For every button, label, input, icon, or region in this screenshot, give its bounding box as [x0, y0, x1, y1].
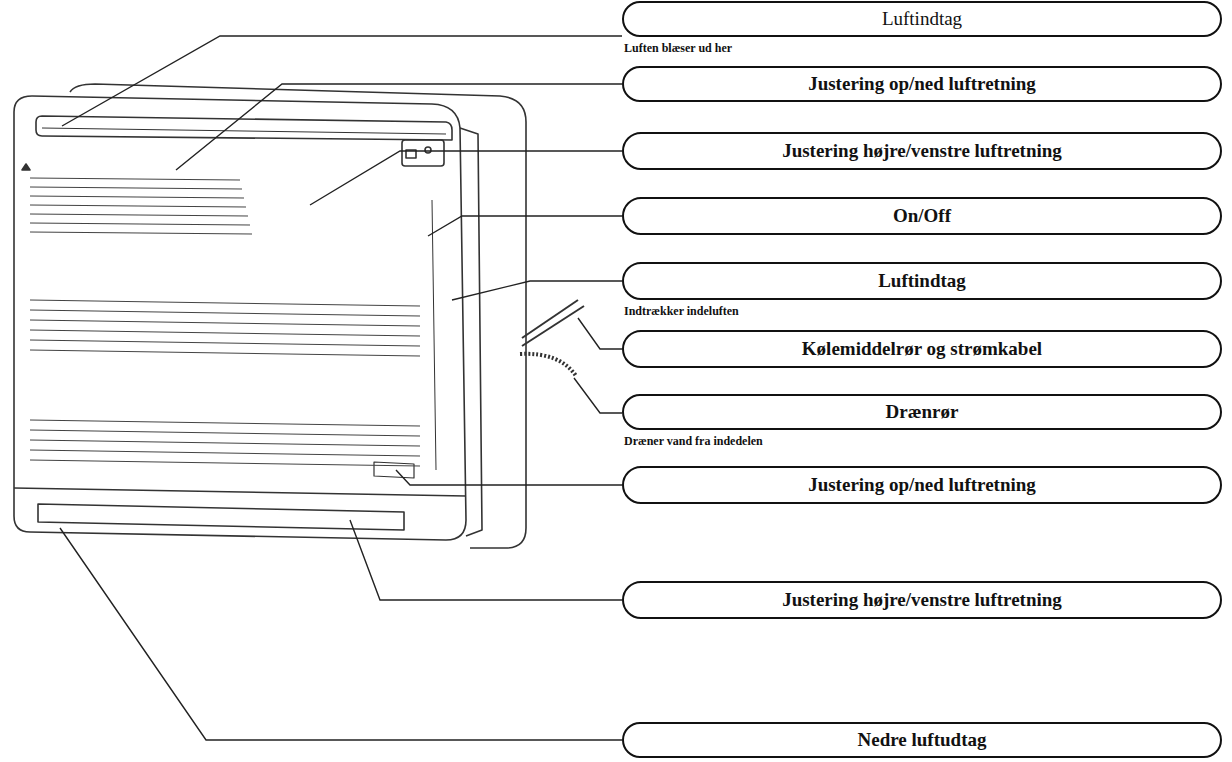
leader-line [578, 318, 622, 349]
drain-pipe [520, 354, 576, 376]
leader-line [574, 378, 622, 413]
callout-box: On/Off [622, 197, 1222, 235]
callout-label: Luftindtag [878, 270, 966, 292]
leader-line [428, 216, 622, 236]
callout-note: Indtrækker indeluften [624, 304, 739, 319]
callout-label: Drænrør [886, 401, 959, 423]
callout-label: Justering op/ned luftretning [808, 474, 1036, 496]
grille-slat [30, 440, 420, 446]
callout-box: Justering op/ned luftretning [622, 466, 1222, 504]
callout-label: Kølemiddelrør og strømkabel [802, 338, 1042, 360]
callout-note: Dræner vand fra indedelen [624, 434, 763, 449]
grille-slat [30, 420, 420, 426]
leader-line [452, 281, 622, 300]
grille-slats [30, 178, 420, 466]
callout-label: Justering højre/venstre luftretning [782, 140, 1062, 162]
logo-mark [22, 164, 30, 170]
top-outlet [36, 116, 452, 140]
callout-box: Kølemiddelrør og strømkabel [622, 330, 1222, 368]
bottom-band [14, 488, 466, 496]
grille-slat [30, 320, 420, 326]
grille-slat [30, 223, 250, 225]
leader-line [60, 528, 622, 740]
grille-slat [30, 232, 252, 234]
grille-slat [30, 430, 420, 436]
callout-box: Justering højre/venstre luftretning [622, 581, 1222, 619]
leader-line [176, 84, 622, 170]
leader-line [396, 470, 622, 485]
callout-label: On/Off [893, 205, 951, 227]
callout-label: Luftindtag [882, 8, 962, 30]
grille-slat [30, 300, 420, 306]
grille-slat [30, 330, 420, 336]
leader-lines [60, 36, 622, 740]
grille-slat [30, 310, 420, 316]
grille-slat [30, 340, 420, 346]
grille-slat [30, 205, 246, 207]
control-led [425, 147, 431, 153]
leader-line [62, 36, 622, 126]
control-panel [402, 140, 444, 166]
grille-slat [30, 350, 420, 356]
leader-line [350, 520, 622, 600]
side-face [460, 128, 482, 536]
callout-label: Justering højre/venstre luftretning [782, 589, 1062, 611]
callout-box: DrænrørDræner vand fra indedelen [622, 394, 1222, 430]
bottom-outlet [38, 504, 404, 530]
lower-vent [374, 462, 414, 478]
power-cable [522, 306, 584, 346]
grille-slat [30, 460, 420, 466]
callout-label: Justering op/ned luftretning [808, 73, 1036, 95]
grille-slat [30, 178, 240, 180]
callout-box: LuftindtagIndtrækker indeluften [622, 262, 1222, 300]
callout-label: Nedre luftudtag [858, 729, 987, 751]
side-slot [432, 200, 436, 470]
grille-slat [30, 196, 244, 198]
callout-box: Nedre luftudtag [622, 722, 1222, 758]
grille-slat [30, 450, 420, 456]
callout-box: Justering op/ned luftretning [622, 66, 1222, 102]
top-louver [42, 128, 446, 134]
grille-slat [30, 187, 242, 189]
callout-box: LuftindtagLuften blæser ud her [622, 1, 1222, 37]
callout-note: Luften blæser ud her [624, 41, 732, 56]
leader-line [310, 151, 622, 205]
callout-box: Justering højre/venstre luftretning [622, 132, 1222, 170]
refrigerant-pipe [522, 300, 578, 338]
grille-slat [30, 214, 248, 216]
front-body [14, 96, 466, 540]
